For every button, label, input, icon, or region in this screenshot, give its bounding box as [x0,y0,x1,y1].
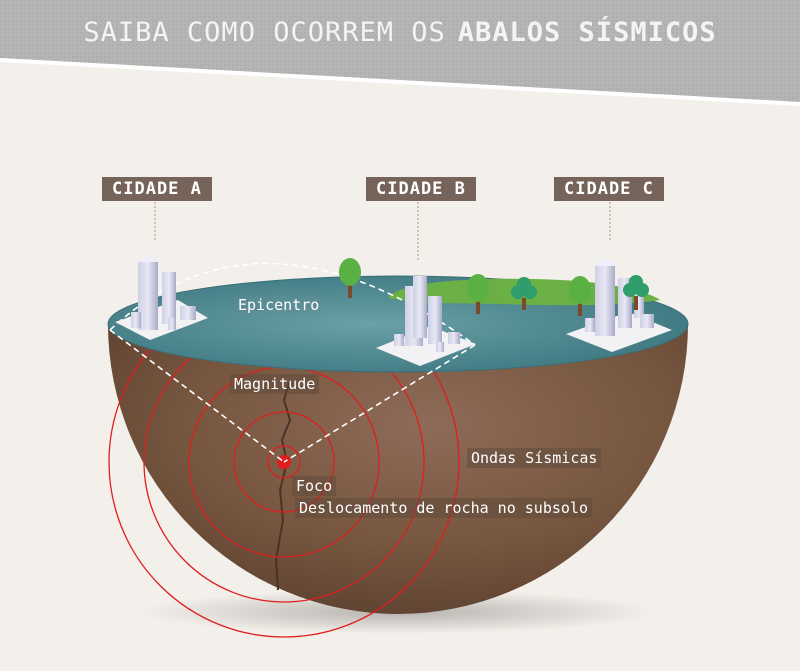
tree-icon [467,274,489,314]
epicenter-label: Epicentro [234,295,324,315]
city-a-buildings [131,255,196,330]
city-c-tag: CIDADE C [554,177,664,201]
city-a-tag: CIDADE A [102,177,212,201]
city-c-buildings [585,258,654,336]
header-band [0,0,800,106]
title-prefix: SAIBA COMO OCORREM OS [83,16,446,48]
tree-icon [511,277,537,310]
trees [339,258,649,316]
title-bold: ABALOS SÍSMICOS [457,16,717,48]
city-leader-lines [154,198,611,262]
city-b-tag: CIDADE B [366,177,476,201]
magnitude-label: Magnitude [230,374,320,394]
page-title: SAIBA COMO OCORREM OS ABALOS SÍSMICOS [0,0,800,64]
tree-icon [623,275,649,310]
rock-displacement-label: Deslocamento de rocha no subsolo [295,498,592,518]
city-b-buildings [394,276,460,352]
focus-label: Foco [292,476,337,496]
seismic-waves-label: Ondas Sísmicas [467,448,602,468]
tree-icon [339,258,361,298]
earth-hemisphere [108,324,688,614]
tree-icon [569,276,591,316]
